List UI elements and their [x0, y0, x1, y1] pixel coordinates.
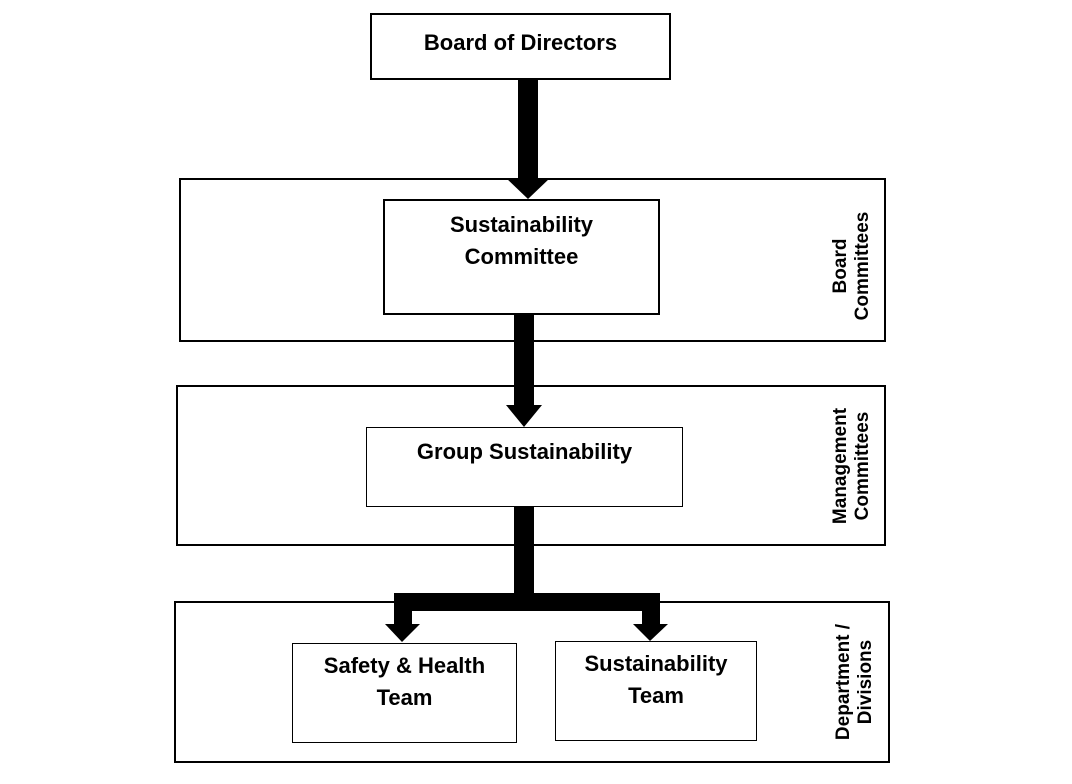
node-label-group-sustainability: Group Sustainability — [416, 439, 633, 464]
connector-split-left-drop — [394, 593, 412, 625]
connector-committee-to-group — [514, 314, 534, 406]
connector-board-to-committee — [518, 79, 538, 179]
connector-group-to-split — [514, 505, 534, 597]
node-label-sustainability-committee: Sustainability Committee — [449, 212, 594, 269]
connector-split-right-drop — [642, 593, 660, 625]
arrowhead-sustainability-team — [633, 624, 668, 641]
node-label-board-of-directors: Board of Directors — [423, 30, 618, 55]
connector-split-horizontal — [394, 593, 660, 611]
node-safety-health-team: Safety & Health Team — [292, 643, 517, 743]
node-board-of-directors: Board of Directors — [370, 13, 671, 80]
node-sustainability-committee: Sustainability Committee — [383, 199, 660, 315]
arrowhead-safety-team — [385, 624, 420, 642]
arrowhead-group — [506, 405, 542, 427]
arrowhead-committee — [506, 178, 550, 199]
node-label-sustainability-team: Sustainability Team — [584, 651, 728, 708]
node-label-safety-health-team: Safety & Health Team — [323, 653, 486, 710]
node-group-sustainability: Group Sustainability — [366, 427, 683, 507]
node-sustainability-team: Sustainability Team — [555, 641, 757, 741]
